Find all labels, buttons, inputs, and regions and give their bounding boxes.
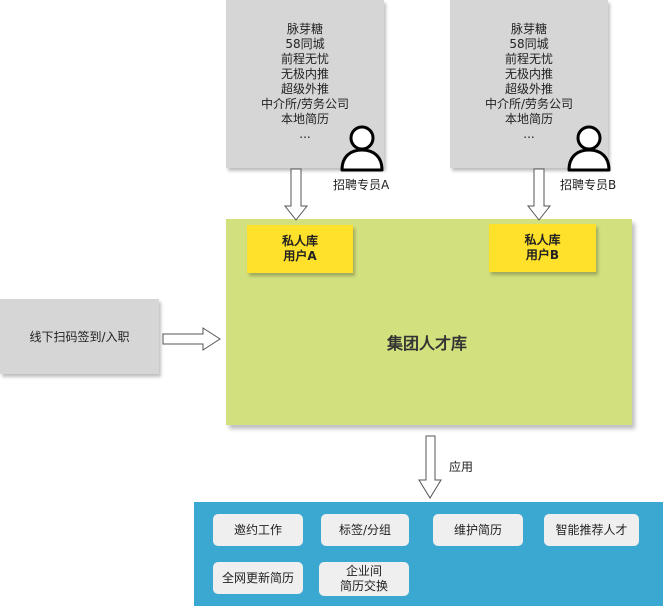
resume-exchange-button[interactable]: 企业间 简历交换 [319,562,409,596]
private-pool-a-line1: 私人库 [281,234,318,248]
channel-item: ... [523,127,535,141]
channel-item: 前程无忧 [504,52,553,66]
channel-item: ... [299,127,311,141]
invite-work-button[interactable]: 邀约工作 [213,514,303,546]
smart-recommend-label: 智能推荐人才 [555,522,628,537]
channel-item: 无极内推 [504,67,553,81]
channel-box-a: 脉芽糖 58同城 前程无忧 无极内推 超级外推 中介所/劳务公司 本地简历 ..… [226,0,384,168]
person-icon [567,125,611,172]
pool-title: 集团人才库 [387,334,468,353]
offline-label: 线下扫码签到/入职 [29,330,130,344]
private-pool-b-line1: 私人库 [524,233,561,247]
offline-source-box: 线下扫码签到/入职 [0,299,159,374]
channel-item: 前程无忧 [280,52,329,66]
tag-group-button[interactable]: 标签/分组 [321,514,409,546]
maintain-resume-button[interactable]: 维护简历 [433,514,523,546]
arrow-right-offline [162,327,221,351]
applications-panel: 邀约工作 标签/分组 维护简历 智能推荐人才 全网更新简历 企业间 简历交换 [194,502,663,606]
private-pool-b: 私人库 用户B [489,224,596,272]
apply-label: 应用 [449,460,474,474]
resume-exchange-line2: 简历交换 [339,579,388,593]
maintain-resume-label: 维护简历 [453,522,502,537]
channel-item: 本地简历 [504,112,553,126]
invite-work-label: 邀约工作 [233,522,282,537]
arrow-down-b [526,168,552,221]
recruiter-a-label: 招聘专员A [333,178,390,192]
channel-item: 无极内推 [280,67,329,81]
channel-item: 脉芽糖 [510,22,547,36]
resume-exchange-line1: 企业间 [345,564,382,578]
channel-item: 58同城 [285,37,325,51]
update-resume-label: 全网更新简历 [221,570,294,585]
private-pool-b-line2: 用户B [525,248,560,262]
channel-item: 本地简历 [280,112,329,126]
channel-item: 超级外推 [504,82,553,96]
smart-recommend-button[interactable]: 智能推荐人才 [544,514,639,546]
private-pool-a-line2: 用户A [283,249,317,263]
tag-group-label: 标签/分组 [338,522,392,537]
arrow-down-a [283,168,309,221]
person-icon [340,125,384,172]
channel-item: 中介所/劳务公司 [260,97,350,111]
private-pool-a: 私人库 用户A [247,225,353,273]
channel-item: 中介所/劳务公司 [484,97,574,111]
arrow-down-apply [418,435,442,499]
channel-item: 超级外推 [280,82,329,96]
update-resume-button[interactable]: 全网更新简历 [213,562,303,594]
recruiter-b-label: 招聘专员B [560,178,617,192]
channel-item: 58同城 [509,37,549,51]
channel-item: 脉芽糖 [286,22,323,36]
